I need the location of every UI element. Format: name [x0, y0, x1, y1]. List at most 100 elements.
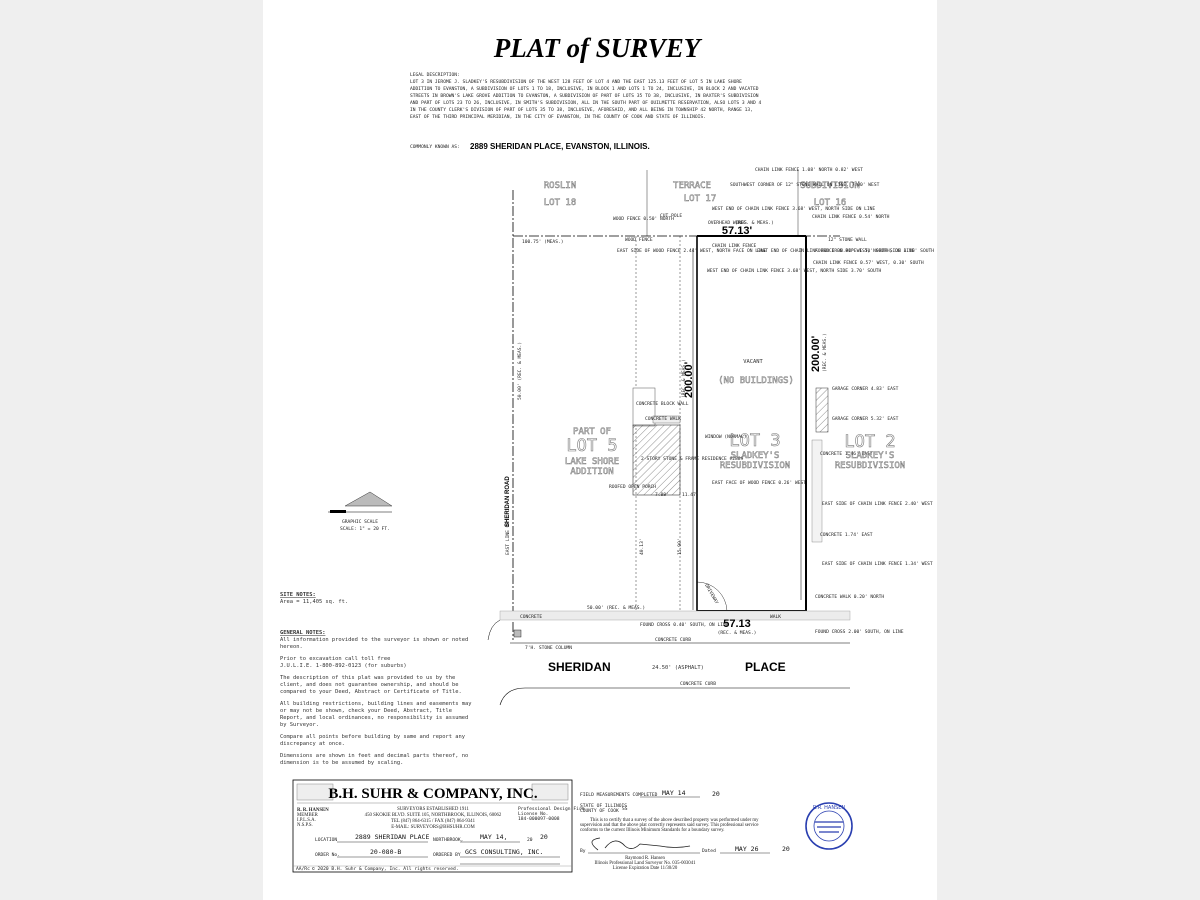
callout: WOOD FENCE 0.50' NORTH: [613, 216, 674, 222]
dim-east: 200.00': [810, 335, 822, 372]
adjacent-lot-label: LOT 17: [684, 194, 717, 204]
surveyor-signature: [591, 837, 691, 851]
dim-west: 200.00': [683, 361, 695, 398]
callout: CONCRETE WALK 0.20' NORTH: [815, 594, 884, 600]
title-block: B.H. SUHR & COMPANY, INC. R. R. HANSEN M…: [292, 779, 585, 873]
callout: EAST SIDE OF CHAIN LINK FENCE 2.40' WEST: [822, 501, 933, 507]
street-name-place: PLACE: [745, 660, 786, 674]
scale-ratio: SCALE: 1" = 20 FT.: [340, 526, 390, 532]
callout: EAST END OF CHAIN LINK FENCE 30.00' WEST…: [757, 248, 934, 254]
dim-note: 15.90': [677, 538, 683, 555]
residence-label: 2-STORY STONE & FRAME RESIDENCE #2889: [641, 456, 744, 462]
callout: SOUTHWEST CORNER OF 12" STONE WALL ON LI…: [730, 182, 880, 188]
dated-label: Dated: [702, 848, 716, 854]
date-value: MAY 14,: [480, 833, 507, 841]
callout: CONCRETE: [520, 614, 542, 620]
note-line: compared to your Deed, Abstract or Certi…: [280, 689, 462, 695]
callout: WALK: [770, 614, 781, 620]
vacant-label: VACANT: [743, 359, 763, 365]
legal-line: STREETS IN BROWN'S LAKE GROVE ADDITION T…: [410, 93, 759, 99]
note-line: hereon.: [280, 644, 303, 650]
adjacent-top-label: TERRACE: [673, 181, 711, 191]
dim-note: (REC. & MEAS.): [718, 630, 757, 636]
note-line: Compare all points before building by sa…: [280, 734, 466, 740]
lot2-label: SLADKEY'S: [846, 451, 895, 461]
sheridan-road-label: SHERIDAN ROAD: [505, 476, 511, 527]
tb-left: N.S.P.S.: [297, 823, 313, 828]
tb-center: TEL (847) 864-6315 / FAX (847) 864-9341: [391, 819, 476, 824]
callout: 12" STONE WALL: [828, 237, 867, 243]
note-line: Dimensions are shown in feet and decimal…: [280, 753, 468, 759]
license-expiration: License Expiration Date 11/30/20: [613, 866, 678, 871]
order-value: 20-080-B: [370, 848, 401, 856]
general-notes-heading: GENERAL NOTES:: [280, 630, 325, 636]
legal-heading: LEGAL DESCRIPTION:: [410, 72, 460, 78]
certification: FIELD MEASUREMENTS COMPLETED MAY 14 20 S…: [580, 789, 790, 871]
dimensions: 57.13' 57.13 (REC. & MEAS.) 200.00' (REC…: [517, 225, 828, 636]
tb-left: MEMBER: [297, 813, 319, 818]
dim-north: 57.13': [722, 225, 753, 237]
ss-label: SS: [622, 806, 628, 812]
notes: SITE NOTES: Area = 11,405 sq. ft. GENERA…: [280, 592, 472, 766]
lot2-label: LOT 2: [844, 432, 895, 452]
by-label: By: [580, 848, 586, 854]
adjacent-top-label: ROSLIN: [544, 181, 577, 191]
callout: CONCRETE 1.74' EAST: [820, 532, 873, 538]
firm-name: B.H. SUHR & COMPANY, INC.: [328, 786, 537, 802]
lot2-label: RESUBDIVISION: [835, 461, 905, 471]
callout: CHAIN LINK FENCE: [712, 243, 756, 249]
street-width: 24.50' (ASPHALT): [652, 665, 704, 671]
callout: GARAGE CORNER 5.32' EAST: [832, 416, 899, 422]
callout: GARAGE CORNER 4.83' EAST: [832, 386, 899, 392]
callout: FOUND CROSS 2.00' SOUTH, ON LINE: [815, 629, 904, 635]
dim-south: 57.13: [723, 618, 751, 630]
residence: 2-STORY STONE & FRAME RESIDENCE #2889 CO…: [609, 387, 806, 498]
lot3-sub: RESUBDIVISION: [720, 461, 790, 471]
adjacent-lot-label: LOT 18: [544, 198, 577, 208]
callout: DRIVEWAY: [703, 583, 719, 605]
site-area: Area = 11,405 sq. ft.: [280, 599, 348, 605]
note-line: or may not be shown, check your Deed, Ab…: [280, 708, 452, 714]
callout: CONCRETE WALK: [645, 416, 681, 422]
footer-code: AA/Rc: [296, 866, 310, 872]
legal-line: ADDITION TO EVANSTON, A SUBDIVISION OF L…: [410, 86, 759, 92]
legal-line: EAST OF THE THIRD PRINCIPAL MERIDIAN, IN…: [410, 114, 706, 120]
callout: FOUND IRON PIPE 1.50' SOUTH, ON LINE: [815, 248, 915, 254]
svg-text:R.R. HANSEN: R.R. HANSEN: [813, 805, 846, 811]
callout: CUT POLE: [660, 213, 682, 219]
dim-note: 100.75' (MEAS.): [522, 239, 564, 245]
note-line: All building restrictions, building line…: [280, 701, 472, 707]
lot5-label: ADDITION: [570, 467, 613, 477]
copyright: © 2020 B.H. Suhr & Company, Inc. All rig…: [312, 866, 459, 872]
tb-right: 184-000097-0008: [518, 816, 560, 822]
street-name-sheridan: SHERIDAN: [548, 660, 611, 674]
callout: EAST FACE OF WOOD FENCE 0.26' WEST: [712, 480, 806, 486]
field-date: MAY 14: [662, 789, 686, 797]
legal-line: IN THE COUNTY CLERK'S DIVISION OF PART O…: [410, 107, 753, 113]
note-line: All information provided to the surveyor…: [280, 637, 468, 643]
lot5-label: PART OF: [573, 427, 611, 437]
plat-sheet: PLAT of SURVEY LEGAL DESCRIPTION: LOT 3 …: [263, 0, 937, 900]
legal-line: LOT 3 IN JEROME J. SLADKEY'S RESUBDIVISI…: [410, 79, 742, 85]
year-value: 20: [540, 833, 548, 841]
callout: WEST END OF CHAIN LINK FENCE 3.68' WEST,…: [712, 206, 875, 212]
note-line: dimension is to be assumed by scaling.: [280, 760, 403, 766]
callout: EAST SIDE OF WOOD FENCE 2.44' WEST, NORT…: [617, 248, 767, 254]
note-line: The description of this plat was provide…: [280, 675, 455, 681]
note-line: Prior to excavation call toll free: [280, 656, 390, 662]
street: SHERIDAN PLACE 24.50' (ASPHALT) CONCRETE…: [487, 610, 851, 706]
legal-description: LEGAL DESCRIPTION: LOT 3 IN JEROME J. SL…: [410, 72, 761, 151]
tb-center: 450 SKOKIE BLVD. SUITE 105, NORTHBROOK, …: [365, 813, 502, 818]
dim-note: 40.13': [639, 538, 645, 555]
callout: CONCRETE BLOCK WALL: [636, 401, 689, 407]
place-label: NORTHBROOK,: [433, 837, 463, 843]
lot3-sub: SLADKEY'S: [731, 451, 780, 461]
callout: OVERHEAD WIRES: [708, 220, 747, 226]
callout: CHAIN LINK FENCE 0.54' NORTH: [812, 214, 890, 220]
note-line: discrepancy at once.: [280, 741, 345, 747]
no-buildings-label: (NO BUILDINGS): [718, 376, 794, 386]
surveyor-seal: R.R. HANSEN: [805, 802, 853, 850]
field-label: FIELD MEASUREMENTS COMPLETED: [580, 792, 658, 798]
callout: 7'H. STONE COLUMN: [525, 645, 572, 651]
lot5-label: LOT 5: [566, 436, 617, 456]
